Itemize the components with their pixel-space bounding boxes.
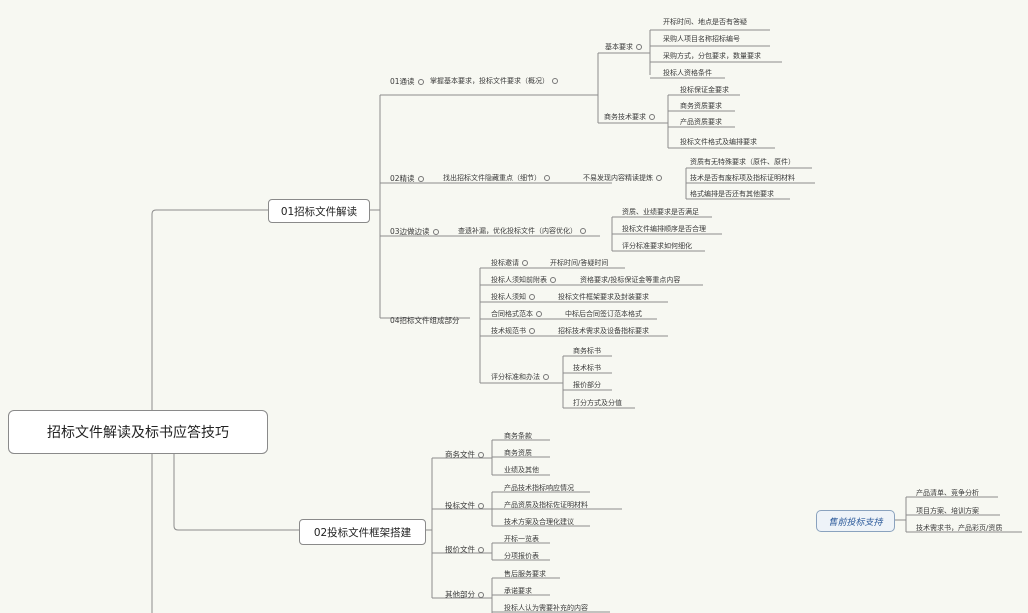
collapse-toggle-icon[interactable] bbox=[478, 592, 484, 598]
collapse-toggle-icon[interactable] bbox=[550, 277, 556, 283]
collapse-toggle-icon[interactable] bbox=[529, 294, 535, 300]
leaf-part-b4[interactable]: 中标后合同签订范本格式 bbox=[565, 310, 642, 318]
leaf-other-2[interactable]: 承诺要求 bbox=[504, 587, 532, 595]
node-presales-support[interactable]: 售前投标支持 bbox=[816, 510, 895, 532]
leaf-side-1[interactable]: 产品清单、竞争分析 bbox=[916, 489, 979, 497]
collapse-toggle-icon[interactable] bbox=[543, 374, 549, 380]
collapse-toggle-icon[interactable] bbox=[478, 452, 484, 458]
leaf-part-a1[interactable]: 投标邀请 bbox=[491, 259, 528, 268]
leaf-tender-3[interactable]: 技术方案及合理化建议 bbox=[504, 518, 574, 526]
leaf-bt-req-1[interactable]: 投标保证金要求 bbox=[680, 86, 729, 94]
leaf-eval-4[interactable]: 打分方式及分值 bbox=[573, 399, 622, 407]
collapse-toggle-icon[interactable] bbox=[417, 79, 424, 85]
collapse-toggle-icon[interactable] bbox=[536, 311, 542, 317]
leaf-quote-1[interactable]: 开标一览表 bbox=[504, 535, 539, 543]
node-read-while-doing[interactable]: 03边做边读 bbox=[390, 227, 439, 236]
node-business-doc[interactable]: 商务文件 bbox=[445, 450, 484, 459]
collapse-toggle-icon[interactable] bbox=[649, 114, 655, 120]
leaf-bt-req-4[interactable]: 投标文件格式及编排要求 bbox=[680, 138, 757, 146]
leaf-quote-2[interactable]: 分项报价表 bbox=[504, 552, 539, 560]
leaf-part-a5[interactable]: 技术规范书 bbox=[491, 327, 535, 336]
node-read-through-desc[interactable]: 掌握基本要求，投标文件要求（概况） bbox=[430, 77, 558, 86]
leaf-part-a4[interactable]: 合同格式范本 bbox=[491, 310, 542, 319]
node-read-while-doing-desc[interactable]: 查遗补漏，优化投标文件（内容优化） bbox=[458, 227, 586, 236]
node-close-read-desc[interactable]: 找出招标文件隐藏重点（细节） bbox=[443, 174, 550, 183]
collapse-toggle-icon[interactable] bbox=[432, 229, 439, 235]
leaf-basic-req-4[interactable]: 投标人资格条件 bbox=[663, 69, 712, 77]
leaf-tender-1[interactable]: 产品技术指标响应情况 bbox=[504, 484, 574, 492]
collapse-toggle-icon[interactable] bbox=[656, 175, 662, 181]
leaf-rwd-3[interactable]: 评分标准要求如何细化 bbox=[622, 242, 692, 250]
node-bid-doc-interpretation[interactable]: 01招标文件解读 bbox=[268, 199, 370, 223]
collapse-toggle-icon[interactable] bbox=[544, 175, 550, 181]
leaf-tender-2[interactable]: 产品资质及指标佐证明材料 bbox=[504, 501, 588, 509]
leaf-rwd-1[interactable]: 资质、业绩要求是否满足 bbox=[622, 208, 699, 216]
node-bid-doc-parts[interactable]: 04招标文件组成部分 bbox=[390, 316, 460, 325]
leaf-side-3[interactable]: 技术需求书，产品彩页/资质 bbox=[916, 524, 1003, 532]
leaf-biz-2[interactable]: 商务资质 bbox=[504, 449, 532, 457]
node-close-read[interactable]: 02精读 bbox=[390, 174, 424, 183]
node-quote-doc[interactable]: 报价文件 bbox=[445, 545, 484, 554]
leaf-side-2[interactable]: 项目方案、培训方案 bbox=[916, 507, 979, 515]
node-close-read-desc2[interactable]: 不易发现内容精读提炼 bbox=[583, 174, 662, 183]
node-business-tech-req[interactable]: 商务技术要求 bbox=[604, 113, 655, 122]
leaf-eval-3[interactable]: 报价部分 bbox=[573, 381, 601, 389]
node-eval-criteria[interactable]: 评分标准和办法 bbox=[491, 373, 549, 382]
leaf-eval-2[interactable]: 技术标书 bbox=[573, 364, 601, 372]
leaf-biz-3[interactable]: 业绩及其他 bbox=[504, 466, 539, 474]
leaf-close-read-2[interactable]: 技术是否有废标项及指标证明材料 bbox=[690, 174, 795, 182]
leaf-part-b2[interactable]: 资格要求/投标保证金等重点内容 bbox=[580, 276, 681, 284]
leaf-part-a3[interactable]: 投标人须知 bbox=[491, 293, 535, 302]
leaf-close-read-3[interactable]: 格式编排是否还有其他要求 bbox=[690, 190, 774, 198]
collapse-toggle-icon[interactable] bbox=[529, 328, 535, 334]
leaf-bt-req-2[interactable]: 商务资质要求 bbox=[680, 102, 722, 110]
node-other-parts[interactable]: 其他部分 bbox=[445, 590, 484, 599]
node-tender-doc[interactable]: 投标文件 bbox=[445, 501, 484, 510]
leaf-part-b3[interactable]: 投标文件框架要求及封装要求 bbox=[558, 293, 649, 301]
collapse-toggle-icon[interactable] bbox=[478, 503, 484, 509]
leaf-bt-req-3[interactable]: 产品资质要求 bbox=[680, 118, 722, 126]
leaf-part-a2[interactable]: 投标人须知前附表 bbox=[491, 276, 556, 285]
leaf-biz-1[interactable]: 商务条款 bbox=[504, 432, 532, 440]
leaf-part-b1[interactable]: 开标时间/答疑时间 bbox=[550, 259, 609, 267]
collapse-toggle-icon[interactable] bbox=[522, 260, 528, 266]
leaf-close-read-1[interactable]: 资质有无特殊要求（原件、原件） bbox=[690, 158, 795, 166]
collapse-toggle-icon[interactable] bbox=[636, 44, 642, 50]
node-read-through[interactable]: 01通读 bbox=[390, 77, 424, 86]
node-bid-framework[interactable]: 02投标文件框架搭建 bbox=[299, 519, 426, 545]
leaf-rwd-2[interactable]: 投标文件编排顺序是否合理 bbox=[622, 225, 706, 233]
collapse-toggle-icon[interactable] bbox=[552, 78, 558, 84]
root-node[interactable]: 招标文件解读及标书应答技巧 bbox=[8, 410, 268, 454]
collapse-toggle-icon[interactable] bbox=[580, 228, 586, 234]
collapse-toggle-icon[interactable] bbox=[417, 176, 424, 182]
collapse-toggle-icon[interactable] bbox=[478, 547, 484, 553]
leaf-basic-req-1[interactable]: 开标时间、地点是否有答疑 bbox=[663, 18, 747, 26]
node-basic-requirements[interactable]: 基本要求 bbox=[605, 43, 642, 52]
leaf-part-b5[interactable]: 招标技术需求及设备指标要求 bbox=[558, 327, 649, 335]
leaf-eval-1[interactable]: 商务标书 bbox=[573, 347, 601, 355]
leaf-basic-req-2[interactable]: 采购人项目名称招标编号 bbox=[663, 35, 740, 43]
leaf-other-3[interactable]: 投标人认为需要补充的内容 bbox=[504, 604, 588, 612]
leaf-other-1[interactable]: 售后服务要求 bbox=[504, 570, 546, 578]
leaf-basic-req-3[interactable]: 采购方式，分包要求，数量要求 bbox=[663, 52, 761, 60]
